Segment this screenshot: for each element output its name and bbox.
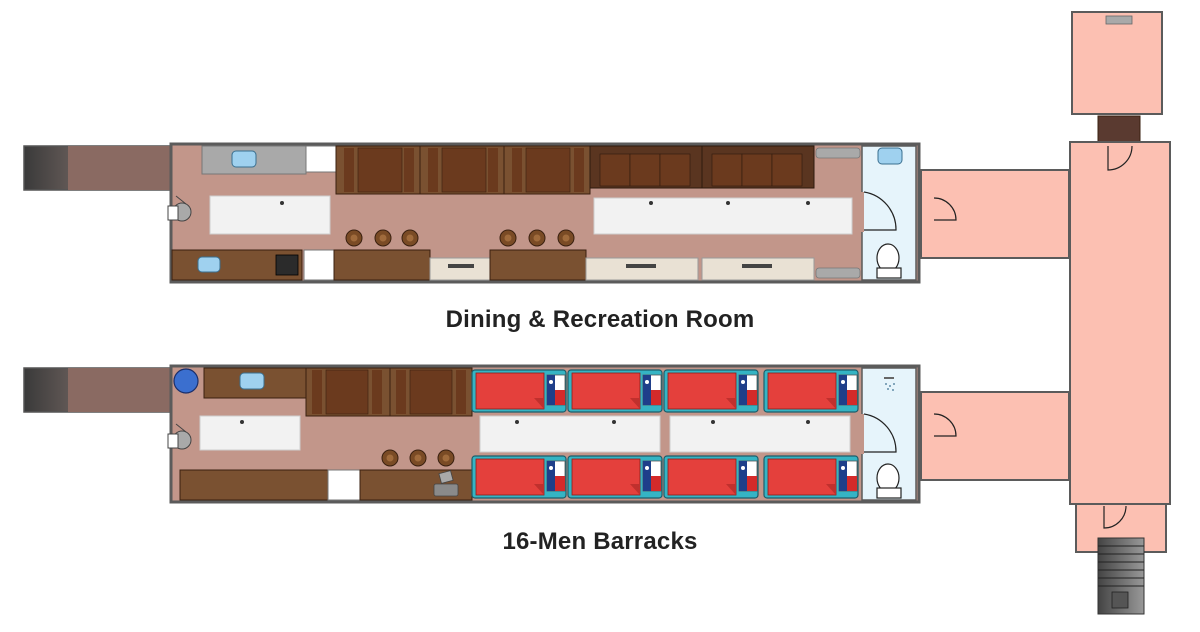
bottom-fridge: [303, 249, 335, 281]
bathroom-barracks: [861, 367, 917, 501]
dining-unit: [23, 142, 921, 284]
bar-stool-icon: [557, 229, 575, 247]
bunk-bed-icon: [471, 369, 567, 413]
desk-3-monitor: [742, 264, 772, 268]
booth-3: [503, 145, 591, 195]
texas-flag-icon: [546, 460, 566, 492]
barracks-table-3: [669, 415, 851, 453]
radiator-bottom: [815, 267, 861, 279]
toilet-icon: [876, 243, 902, 279]
bathroom-barracks-door-gap: [860, 414, 864, 454]
texas-flag-icon: [642, 374, 662, 406]
dining-unit-caption: Dining & Recreation Room: [445, 306, 755, 333]
texas-flag-icon: [838, 460, 858, 492]
bar-counter-2: [489, 249, 587, 281]
barracks-bottom-counter-1: [179, 469, 329, 501]
desk-3: [701, 257, 815, 281]
sink-icon: [877, 147, 903, 165]
door-swing-icon: [863, 413, 897, 453]
sink-icon: [239, 372, 265, 390]
hitch-dining-tongue: [68, 146, 172, 190]
bathroom-door-gap: [860, 192, 864, 232]
bunk-bed-icon: [567, 369, 663, 413]
water-heater-icon: [167, 195, 192, 222]
barracks-table-2: [479, 415, 661, 453]
door-swing-icon: [1103, 505, 1127, 529]
main-corridor: [1069, 141, 1171, 505]
sofa-1: [589, 145, 703, 189]
door-swing-icon: [933, 197, 957, 221]
sink-icon: [231, 150, 257, 168]
fridge: [305, 145, 337, 173]
barracks-unit-caption: 16-Men Barracks: [502, 528, 698, 555]
door-swing-icon: [933, 413, 957, 437]
bar-stool-icon: [499, 229, 517, 247]
top-room-vent: [1105, 15, 1133, 25]
texas-flag-icon: [838, 374, 858, 406]
stove: [275, 254, 299, 276]
bar-stool-icon: [374, 229, 392, 247]
bunk-bed-icon: [763, 369, 859, 413]
sink-icon: [197, 256, 221, 273]
bunk-bed-icon: [471, 455, 567, 499]
texas-flag-icon: [642, 460, 662, 492]
stairs-icon: [1097, 537, 1145, 615]
desk-2: [585, 257, 699, 281]
bar-stool-icon: [528, 229, 546, 247]
top-room: [1071, 11, 1163, 115]
texas-flag-icon: [738, 460, 758, 492]
phone-icon: [433, 470, 459, 497]
barracks-fridge: [327, 469, 361, 501]
bar-counter-1: [333, 249, 431, 281]
bar-stool-icon: [409, 449, 427, 467]
desk-1-monitor: [448, 264, 474, 268]
bar-stool-icon: [401, 229, 419, 247]
dining-table-2: [593, 197, 853, 235]
bunk-bed-icon: [763, 455, 859, 499]
door-swing-icon: [1107, 145, 1133, 171]
booth-2: [419, 145, 505, 195]
texas-flag-icon: [738, 374, 758, 406]
toilet-icon: [876, 463, 902, 499]
barracks-unit: [23, 364, 921, 504]
radiator-top: [815, 147, 861, 159]
hitch-barracks-tongue: [68, 368, 172, 412]
bunk-bed-icon: [663, 369, 759, 413]
dining-table-1: [209, 195, 331, 235]
bunk-bed-icon: [663, 455, 759, 499]
connector-dining: [920, 169, 1070, 259]
corridor-complex: [920, 11, 1171, 615]
bar-stool-icon: [345, 229, 363, 247]
door-swing-icon: [863, 191, 897, 231]
shower-icon: [884, 377, 895, 391]
water-tank: [173, 368, 199, 394]
top-room-step: [1097, 115, 1141, 143]
sofa-2: [701, 145, 815, 189]
desk-1: [429, 257, 491, 281]
booth-1: [335, 145, 421, 195]
desk-2-monitor: [626, 264, 656, 268]
barracks-table-1: [199, 415, 301, 451]
texas-flag-icon: [546, 374, 566, 406]
bar-stool-icon: [381, 449, 399, 467]
booth-5: [389, 367, 473, 417]
booth-4: [305, 367, 391, 417]
bunk-bed-icon: [567, 455, 663, 499]
bar-stool-icon: [437, 449, 455, 467]
water-heater-icon: [167, 423, 192, 450]
